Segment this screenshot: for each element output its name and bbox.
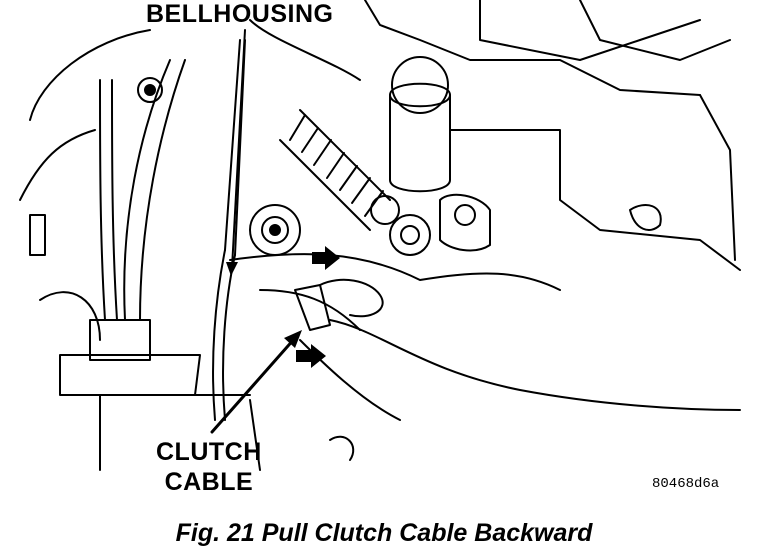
clutch-cable-leader-arrowhead — [284, 330, 302, 348]
bellhousing-leader — [231, 29, 246, 269]
wiring-harness — [59, 59, 201, 396]
cable-boot — [279, 109, 400, 231]
mounting-bolt — [137, 77, 431, 256]
pull-direction-arrow-icon — [312, 246, 340, 270]
hand — [299, 278, 741, 421]
clutch-cable-label: CLUTCH CABLE — [156, 437, 262, 497]
engine-outline — [19, 0, 741, 471]
bellhousing-leader-arrowhead — [226, 262, 238, 276]
figure-code: 80468d6a — [652, 476, 720, 492]
clutch-cable-leader — [210, 336, 297, 434]
bellhousing-label: BELLHOUSING — [146, 0, 334, 28]
clutch-cable-illustration — [19, 0, 741, 471]
figure-caption: Fig. 21 Pull Clutch Cable Backward — [175, 519, 593, 547]
pull-direction-arrow-icon — [296, 344, 326, 368]
clutch-cable-label-line2: CABLE — [164, 468, 254, 496]
actuator-body — [389, 56, 491, 252]
clutch-cable-label-line1: CLUTCH — [156, 438, 262, 466]
